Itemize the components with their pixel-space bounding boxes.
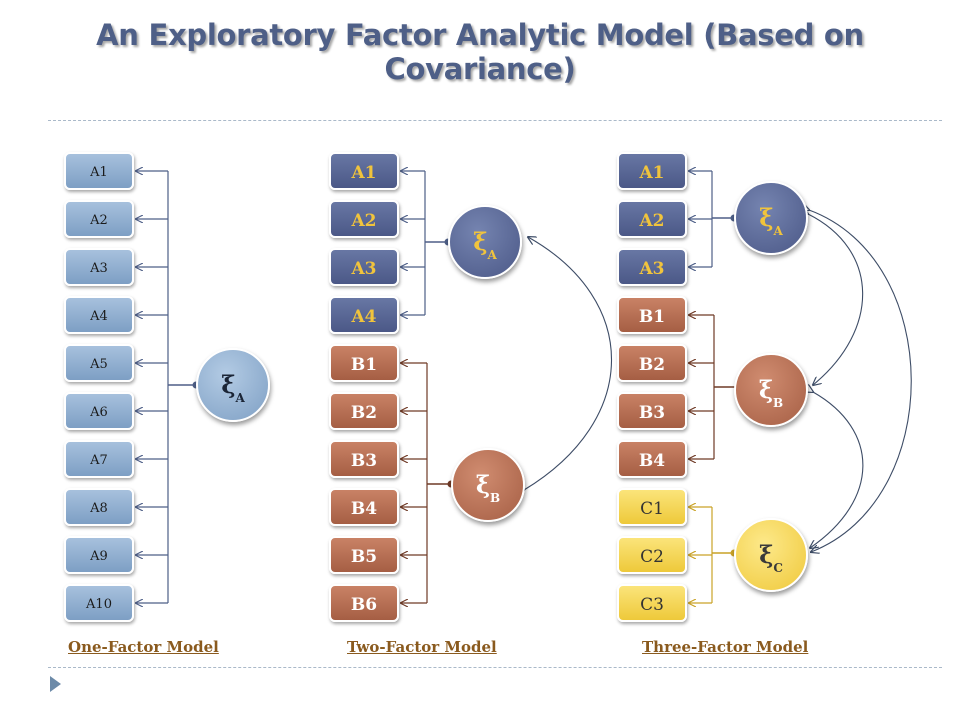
one-factor-a8-indicator: A8: [64, 488, 134, 526]
three-factor-xi-a-factor: ξA: [734, 181, 808, 255]
factor-covariance-arcs: [524, 210, 912, 552]
three-factor-c2-indicator: C2: [617, 536, 687, 574]
two-factor-b3-indicator: B3: [329, 440, 399, 478]
two-factor-a2-indicator: A2: [329, 200, 399, 238]
three-factor-a2-indicator: A2: [617, 200, 687, 238]
three-factor-c1-indicator: C1: [617, 488, 687, 526]
three-factor-xi-b-factor: ξB: [734, 353, 808, 427]
two-factor-a4-indicator: A4: [329, 296, 399, 334]
two-factor-xi-a-factor: ξA: [448, 205, 522, 279]
one-factor-xi-a-factor: ξA: [196, 348, 270, 422]
one-factor-a1-indicator: A1: [64, 152, 134, 190]
slide-title: An Exploratory Factor Analytic Model (Ba…: [96, 18, 864, 86]
one-factor-loadings: [136, 171, 200, 603]
one-factor-a6-indicator: A6: [64, 392, 134, 430]
top-divider: [48, 120, 942, 121]
three-factor-covariance-b-c: [810, 392, 864, 548]
two-factor-covariance-a-b: [524, 237, 613, 490]
one-factor-caption: One-Factor Model: [68, 638, 219, 656]
three-factor-covariance-a-b: [808, 214, 864, 385]
bottom-divider: [48, 667, 942, 668]
two-factor-b6-indicator: B6: [329, 584, 399, 622]
one-factor-a9-indicator: A9: [64, 536, 134, 574]
three-factor-xi-c-factor: ξC: [734, 518, 808, 592]
two-factor-xi-b-factor: ξB: [451, 448, 525, 522]
three-factor-b4-indicator: B4: [617, 440, 687, 478]
one-factor-a4-indicator: A4: [64, 296, 134, 334]
three-factor-caption: Three-Factor Model: [642, 638, 809, 656]
three-factor-b2-indicator: B2: [617, 344, 687, 382]
three-factor-a3-indicator: A3: [617, 248, 687, 286]
two-factor-caption: Two-Factor Model: [347, 638, 497, 656]
one-factor-a3-indicator: A3: [64, 248, 134, 286]
two-factor-loadings: [401, 171, 455, 603]
one-factor-a2-indicator: A2: [64, 200, 134, 238]
three-factor-covariance-a-c: [809, 210, 912, 552]
one-factor-a7-indicator: A7: [64, 440, 134, 478]
two-factor-b5-indicator: B5: [329, 536, 399, 574]
two-factor-b2-indicator: B2: [329, 392, 399, 430]
two-factor-b1-indicator: B1: [329, 344, 399, 382]
three-factor-b1-indicator: B1: [617, 296, 687, 334]
three-factor-b3-indicator: B3: [617, 392, 687, 430]
two-factor-b4-indicator: B4: [329, 488, 399, 526]
two-factor-a1-indicator: A1: [329, 152, 399, 190]
bullet-arrow-icon: [50, 676, 61, 692]
three-factor-a1-indicator: A1: [617, 152, 687, 190]
one-factor-a5-indicator: A5: [64, 344, 134, 382]
two-factor-a3-indicator: A3: [329, 248, 399, 286]
three-factor-c3-indicator: C3: [617, 584, 687, 622]
one-factor-a10-indicator: A10: [64, 584, 134, 622]
